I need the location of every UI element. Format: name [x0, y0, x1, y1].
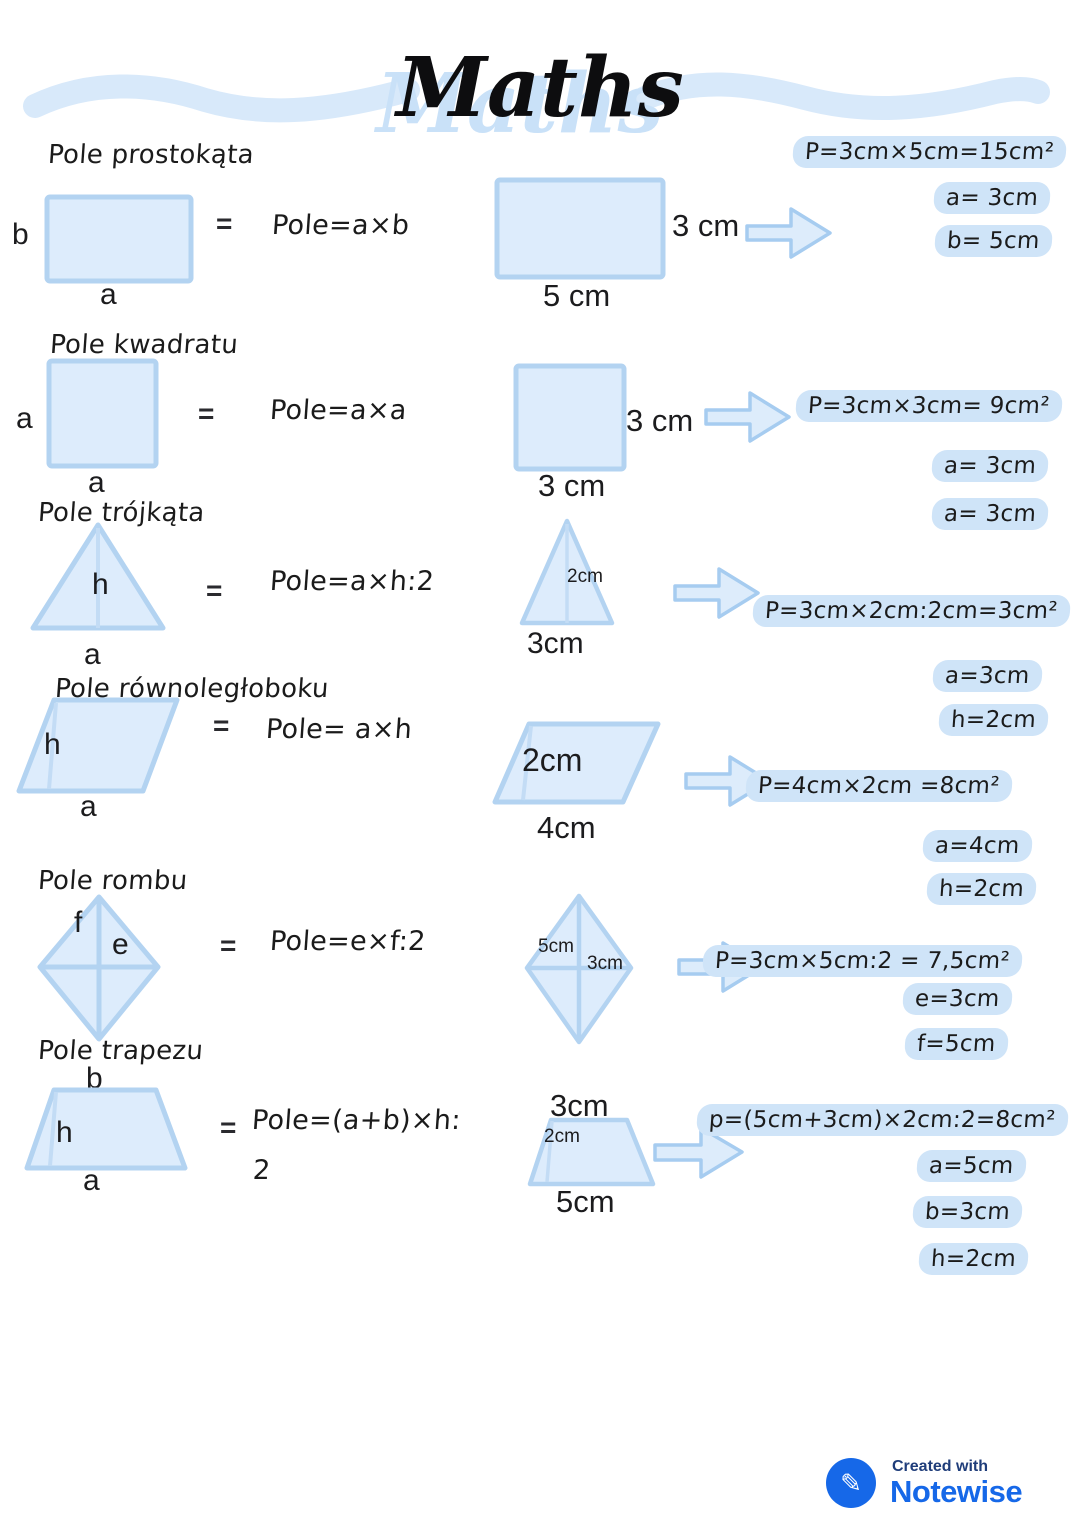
formula-rectangle: Pole=a×b [270, 210, 411, 241]
triangle-diagram [30, 522, 166, 631]
result-calc: P=3cm×5cm=15cm² [791, 136, 1068, 168]
dimension-height: 2cm [567, 566, 603, 587]
footer-brand: Notewise [890, 1474, 1023, 1509]
dimension-bottom: 5cm [556, 1184, 615, 1219]
dimension-bottom: 5 cm [543, 278, 611, 313]
section-title-square: Pole kwadratu [48, 330, 240, 360]
arrow-right-icon [745, 207, 832, 259]
dimension-e: 3cm [587, 953, 623, 974]
result-line: a= 3cm [932, 182, 1052, 214]
dimension-height: 2cm [544, 1126, 580, 1147]
equals-sign: = [220, 930, 237, 961]
label-a: a [100, 278, 117, 311]
result-line: a= 3cm [930, 498, 1050, 530]
trapezoid-diagram [24, 1087, 188, 1171]
result-line: a=5cm [916, 1150, 1028, 1182]
label-a: a [83, 1164, 100, 1197]
formula-triangle: Pole=a×h:2 [268, 566, 436, 597]
rectangle-diagram [44, 194, 194, 284]
equals-sign: = [216, 208, 233, 239]
result-line: a=3cm [932, 660, 1044, 692]
dimension-bottom: 4cm [537, 810, 596, 845]
label-a: a [88, 466, 105, 499]
result-line: h=2cm [917, 1243, 1030, 1275]
section-title-rhombus: Pole rombu [36, 866, 189, 896]
label-b-top: b [86, 1062, 103, 1095]
title-echo: Maths [376, 56, 664, 152]
result-line: e=3cm [902, 983, 1014, 1015]
result-line: f=5cm [904, 1028, 1010, 1060]
notewise-logo-icon: ✎ [826, 1458, 876, 1508]
result-calc: p=(5cm+3cm)×2cm:2=8cm² [696, 1104, 1070, 1136]
arrow-right-icon [653, 1126, 744, 1179]
dimension-side: 3 cm [672, 208, 740, 243]
result-calc: P=4cm×2cm =8cm² [745, 770, 1014, 802]
parallelogram-diagram [16, 697, 180, 794]
result-line: a=4cm [922, 830, 1034, 862]
result-line: b=3cm [911, 1196, 1024, 1228]
pencil-icon: ✎ [840, 1467, 862, 1498]
label-h: h [56, 1116, 73, 1149]
arrow-right-icon [673, 567, 760, 619]
label-a: a [80, 790, 97, 823]
rectangle-example [494, 177, 666, 280]
equals-sign: = [220, 1112, 237, 1143]
dimension-f: 5cm [538, 936, 574, 957]
section-title-trapezoid: Pole trapezu [36, 1036, 205, 1066]
result-line: b= 5cm [934, 225, 1054, 257]
formula-parallelogram: Pole= a×h [264, 714, 414, 745]
result-calc: P=3cm×3cm= 9cm² [795, 390, 1064, 422]
label-b: b [12, 218, 29, 251]
square-example [513, 363, 627, 472]
equals-sign: = [213, 710, 230, 741]
label-a: a [84, 638, 101, 671]
dimension-bottom: 3 cm [538, 468, 606, 503]
dimension-bottom: 3cm [527, 627, 584, 660]
trapezoid-example [527, 1117, 656, 1187]
dimension-top: 3cm [550, 1088, 609, 1123]
equals-sign: = [198, 398, 215, 429]
dimension-side: 3 cm [626, 403, 694, 438]
triangle-example [519, 518, 615, 626]
parallelogram-example [492, 721, 661, 805]
rhombus-example [524, 893, 634, 1045]
label-h: h [92, 568, 109, 601]
label-a: a [16, 402, 33, 435]
label-h: h [44, 728, 61, 761]
formula-square: Pole=a×a [268, 395, 408, 426]
result-line: h=2cm [937, 704, 1050, 736]
equals-sign: = [206, 575, 223, 606]
rhombus-diagram [37, 894, 161, 1042]
result-line: h=2cm [925, 873, 1038, 905]
section-title-rectangle: Pole prostokąta [46, 140, 255, 170]
arrow-right-icon [704, 391, 791, 443]
result-calc: P=3cm×5cm:2 = 7,5cm² [701, 945, 1024, 977]
formula-trapezoid-line2: 2 [251, 1155, 272, 1186]
page-title: Maths [396, 40, 684, 136]
title-underline-wave [23, 72, 1050, 123]
square-diagram [46, 358, 159, 469]
result-calc: P=3cm×2cm:2cm=3cm² [752, 595, 1072, 627]
formula-rhombus: Pole=e×f:2 [268, 926, 427, 957]
footer-created-with: Created with [892, 1458, 989, 1475]
formula-trapezoid-line1: Pole=(a+b)×h: [250, 1105, 462, 1136]
result-line: a= 3cm [930, 450, 1050, 482]
label-e: e [112, 928, 129, 961]
label-f: f [74, 906, 83, 939]
dimension-height: 2cm [522, 742, 583, 778]
